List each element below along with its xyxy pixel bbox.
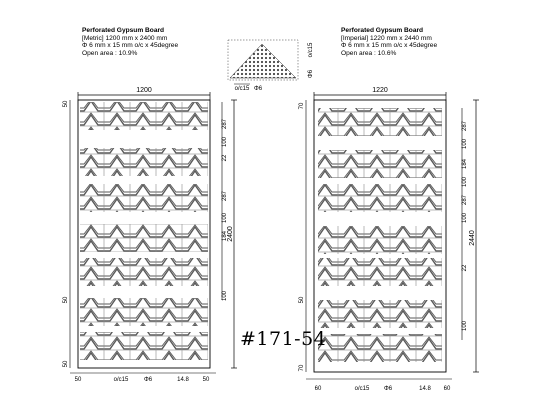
metric-right-dim: 100 bbox=[222, 290, 228, 301]
detail-phi-vertical: Φ6 bbox=[308, 69, 314, 78]
metric-band bbox=[80, 224, 208, 252]
imperial-size: [Imperial] 1220 mm x 2440 mm bbox=[341, 34, 432, 42]
imperial-right-dim: 100 bbox=[462, 212, 468, 223]
imperial-board-outline bbox=[313, 99, 447, 373]
metric-size: [Metric] 1200 mm x 2400 mm bbox=[82, 34, 168, 42]
product-code-label: #171-54 bbox=[240, 328, 327, 350]
imperial-perforation-bands bbox=[318, 108, 442, 362]
hole-pattern-detail: o/c15 Φ6 o/c15 Φ6 bbox=[227, 39, 314, 92]
imperial-right-dim: 184 bbox=[462, 158, 468, 169]
imperial-bottom-dim: 60 bbox=[444, 386, 451, 392]
metric-band bbox=[80, 148, 208, 176]
metric-band bbox=[80, 332, 208, 360]
imperial-band bbox=[318, 300, 442, 328]
metric-right-dim: 100 bbox=[222, 136, 228, 147]
detail-oc-vertical: o/c15 bbox=[308, 42, 314, 57]
imperial-bottom-dim: 60 bbox=[315, 386, 322, 392]
imperial-left-dim: 70 bbox=[299, 364, 305, 371]
imperial-bottom-dim: o/c15 bbox=[355, 386, 370, 392]
imperial-title: Perforated Gypsum Board bbox=[341, 27, 424, 34]
metric-band bbox=[80, 102, 208, 130]
imperial-bottom-dim: Φ6 bbox=[384, 386, 393, 392]
imperial-spec-block: Perforated Gypsum Board [Imperial] 1220 … bbox=[341, 27, 437, 57]
metric-band bbox=[80, 184, 208, 212]
metric-left-dim: 50 bbox=[63, 360, 69, 367]
imperial-board: 1220 2440 287 100 184 100 287 100 22 100… bbox=[299, 87, 479, 392]
imperial-band bbox=[318, 108, 442, 136]
metric-board: 1200 2400 287 100 22 287 100 184 100 50 … bbox=[63, 87, 237, 383]
detail-phi-label: Φ6 bbox=[254, 86, 263, 92]
imperial-open-area: Open area : 10.6% bbox=[341, 49, 397, 57]
metric-right-dim: 100 bbox=[222, 212, 228, 223]
imperial-height-dimension: 2440 bbox=[469, 230, 476, 246]
imperial-left-dim: 70 bbox=[299, 102, 305, 109]
metric-bottom-dim: o/c15 bbox=[114, 377, 129, 383]
metric-perforation-bands bbox=[80, 102, 208, 360]
imperial-right-dim: 22 bbox=[462, 264, 468, 271]
metric-left-dim: 50 bbox=[63, 100, 69, 107]
imperial-width-dimension: 1220 bbox=[372, 87, 388, 94]
metric-open-area: Open area : 10.9% bbox=[82, 49, 138, 57]
metric-band bbox=[80, 258, 208, 286]
metric-bottom-dim: 50 bbox=[203, 377, 210, 383]
detail-dot-pattern bbox=[229, 43, 297, 79]
metric-right-dim: 287 bbox=[222, 118, 228, 129]
metric-right-dim: 22 bbox=[222, 154, 228, 161]
imperial-band bbox=[318, 334, 442, 362]
imperial-right-dim: 287 bbox=[462, 120, 468, 131]
imperial-right-dim: 100 bbox=[462, 320, 468, 331]
metric-spec-block: Perforated Gypsum Board [Metric] 1200 mm… bbox=[82, 27, 178, 57]
imperial-hole-spec: Φ 6 mm x 15 mm o/c x 45degree bbox=[341, 42, 438, 50]
metric-bottom-dim: 50 bbox=[75, 377, 82, 383]
imperial-band bbox=[318, 226, 442, 254]
imperial-right-dim: 100 bbox=[462, 138, 468, 149]
metric-width-dimension: 1200 bbox=[136, 87, 152, 94]
imperial-right-dim: 287 bbox=[462, 194, 468, 205]
metric-height-dimension: 2400 bbox=[227, 226, 234, 242]
imperial-left-dim: 50 bbox=[299, 296, 305, 303]
metric-board-outline bbox=[77, 99, 211, 369]
metric-band bbox=[80, 298, 208, 326]
detail-oc-label: o/c15 bbox=[235, 86, 250, 92]
imperial-band bbox=[318, 184, 442, 212]
imperial-band bbox=[318, 150, 442, 178]
metric-title: Perforated Gypsum Board bbox=[82, 27, 165, 34]
metric-bottom-dim: 14.8 bbox=[177, 377, 189, 383]
imperial-bottom-dim: 14.8 bbox=[419, 386, 431, 392]
imperial-band bbox=[318, 258, 442, 286]
metric-left-dim: 50 bbox=[63, 296, 69, 303]
metric-bottom-dim: Φ6 bbox=[144, 377, 153, 383]
imperial-right-dim: 100 bbox=[462, 176, 468, 187]
metric-right-dim: 287 bbox=[222, 190, 228, 201]
metric-hole-spec: Φ 6 mm x 15 mm o/c x 45degree bbox=[82, 42, 179, 50]
metric-right-dim: 184 bbox=[222, 230, 228, 241]
